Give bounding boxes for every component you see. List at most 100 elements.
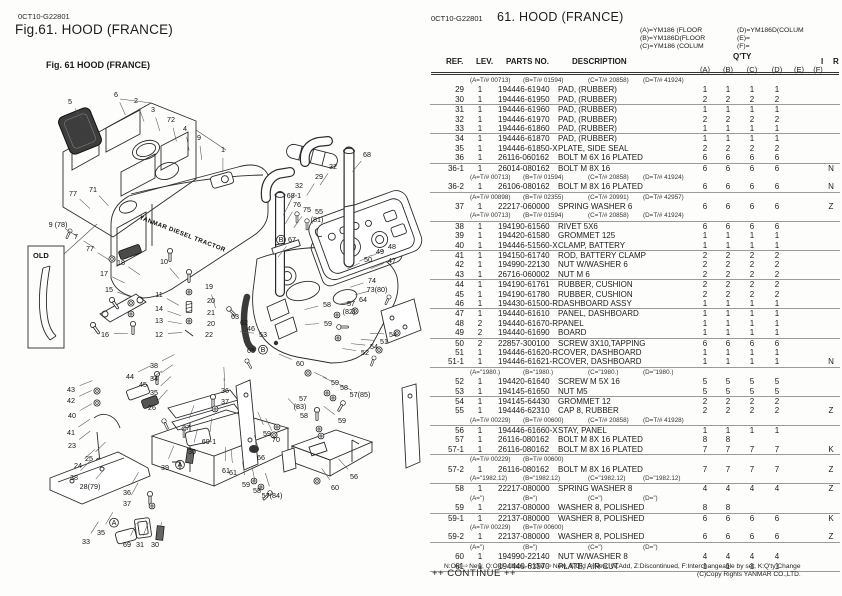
note-cell: (D=T/# 41924) bbox=[643, 173, 684, 181]
callout-label: 51 bbox=[380, 337, 388, 346]
cell-qty: 1 bbox=[725, 85, 731, 95]
callout-label: 71 bbox=[89, 185, 97, 194]
cell-qty: 6 bbox=[774, 182, 780, 192]
leader-line bbox=[338, 458, 349, 470]
cell-ref: 40 bbox=[455, 240, 464, 250]
leader-line bbox=[211, 294, 216, 309]
callout-label: 68 bbox=[363, 150, 371, 159]
note-cell: (B=T/# 02355) bbox=[523, 193, 564, 201]
note-cell: (D=T/# 41928) bbox=[643, 416, 684, 424]
cell-qty: 4 bbox=[725, 484, 731, 494]
callout-label: 61 bbox=[222, 466, 230, 475]
cell-description: ROD, BATTERY CLAMP bbox=[558, 251, 647, 261]
cell-part-no: 194150-61740 bbox=[498, 251, 550, 261]
cell-part-no: 22137-080000 bbox=[498, 532, 550, 542]
cell-qty: 6 bbox=[774, 532, 780, 542]
leader-line bbox=[137, 365, 151, 373]
leader-line bbox=[282, 202, 291, 216]
callout-label: 36 bbox=[123, 488, 131, 497]
cell-qty: 1 bbox=[702, 561, 708, 571]
cell-qty: 1 bbox=[749, 309, 755, 319]
cell-qty: 6 bbox=[702, 513, 708, 523]
callout-label: 67 bbox=[288, 235, 296, 244]
cell-qty: 2 bbox=[725, 260, 731, 270]
leader-line bbox=[253, 434, 259, 449]
cell-qty: 1 bbox=[749, 426, 755, 436]
cell-ref: 34 bbox=[455, 134, 464, 144]
note-cell: (B=T/# 00600) bbox=[523, 456, 564, 464]
leader-line bbox=[167, 310, 181, 316]
callout-label: 59 bbox=[263, 429, 271, 438]
column-header-i: I bbox=[821, 57, 824, 66]
cell-qty: 1 bbox=[702, 85, 708, 95]
cell-qty: 2 bbox=[774, 94, 780, 104]
cell-qty: 7 bbox=[725, 464, 731, 474]
callout-label: 21 bbox=[207, 308, 215, 317]
leader-line bbox=[84, 449, 95, 460]
hood: YANMAR DIESEL TRACTOR bbox=[110, 164, 271, 299]
leader-line bbox=[79, 198, 91, 209]
cell-part-no: 194446-61870 bbox=[498, 134, 550, 144]
circled-marker-letter: A bbox=[178, 460, 183, 469]
cell-ref: 44 bbox=[455, 280, 464, 290]
cell-lev: 1 bbox=[477, 202, 483, 212]
leader-line bbox=[130, 522, 137, 536]
note-cell: (B=T/# 00600) bbox=[523, 416, 564, 424]
cell-qty: 1 bbox=[725, 347, 731, 357]
leader-line bbox=[157, 389, 168, 401]
callout-label: 39 bbox=[161, 463, 169, 472]
cell-part-no: 194446-61940 bbox=[498, 85, 550, 95]
cell-lev: 1 bbox=[477, 251, 483, 261]
note-cell: (C=T/# 20858) bbox=[588, 77, 629, 84]
leader-line bbox=[117, 291, 131, 298]
cell-qty: 6 bbox=[749, 221, 755, 231]
cell-qty: 8 bbox=[702, 435, 708, 445]
callout-label: 23 bbox=[68, 441, 76, 450]
leader-line bbox=[319, 173, 329, 186]
callout-label: 58 bbox=[300, 411, 308, 420]
callout-label: 54 bbox=[370, 342, 378, 351]
cell-qty: 1 bbox=[774, 105, 780, 115]
leader-line bbox=[78, 430, 91, 440]
callout-label: (83) bbox=[294, 402, 307, 411]
leader-line bbox=[342, 348, 357, 351]
callout-label: 36 bbox=[221, 386, 229, 395]
cell-part-no: 194446-51560-X bbox=[498, 240, 558, 250]
applicability-note-row: (A=T/# 00898)(B=T/# 02355)(C=T/# 20991)(… bbox=[430, 193, 840, 202]
circled-marker bbox=[258, 344, 268, 355]
cell-qty: 6 bbox=[702, 202, 708, 212]
column-header-ref: REF. bbox=[446, 57, 464, 66]
callout-label: 60 bbox=[331, 483, 339, 492]
callout-label: 40 bbox=[68, 411, 76, 420]
callout-label: 16 bbox=[101, 330, 109, 339]
support-rod-hardware bbox=[64, 227, 238, 337]
cell-qty: 7 bbox=[702, 444, 708, 454]
cell-lev: 1 bbox=[477, 561, 483, 571]
cell-lev: 1 bbox=[477, 435, 483, 445]
callout-label: 9 bbox=[197, 133, 201, 142]
cell-part-no: 194145-61650 bbox=[498, 386, 550, 396]
cell-qty: 6 bbox=[702, 221, 708, 231]
cell-qty: 1 bbox=[725, 309, 731, 319]
footer-legend-segment: New, W:Add, Z:Discontinued, F:Interchang… bbox=[594, 563, 801, 570]
cell-qty: 1 bbox=[749, 85, 755, 95]
callout-label: 14 bbox=[155, 304, 163, 313]
note-cell: (C="1982.12) bbox=[588, 475, 626, 483]
cell-part-no: 194446-61660-X bbox=[498, 426, 558, 436]
cell-lev: 1 bbox=[477, 513, 483, 523]
callout-label: 32 bbox=[329, 162, 337, 171]
cell-ir-status: K bbox=[828, 444, 834, 454]
cell-qty: 8 bbox=[725, 435, 731, 445]
cell-ref: 36-2 bbox=[447, 182, 464, 192]
cell-qty: 2 bbox=[702, 114, 708, 124]
cell-qty: 1 bbox=[702, 426, 708, 436]
